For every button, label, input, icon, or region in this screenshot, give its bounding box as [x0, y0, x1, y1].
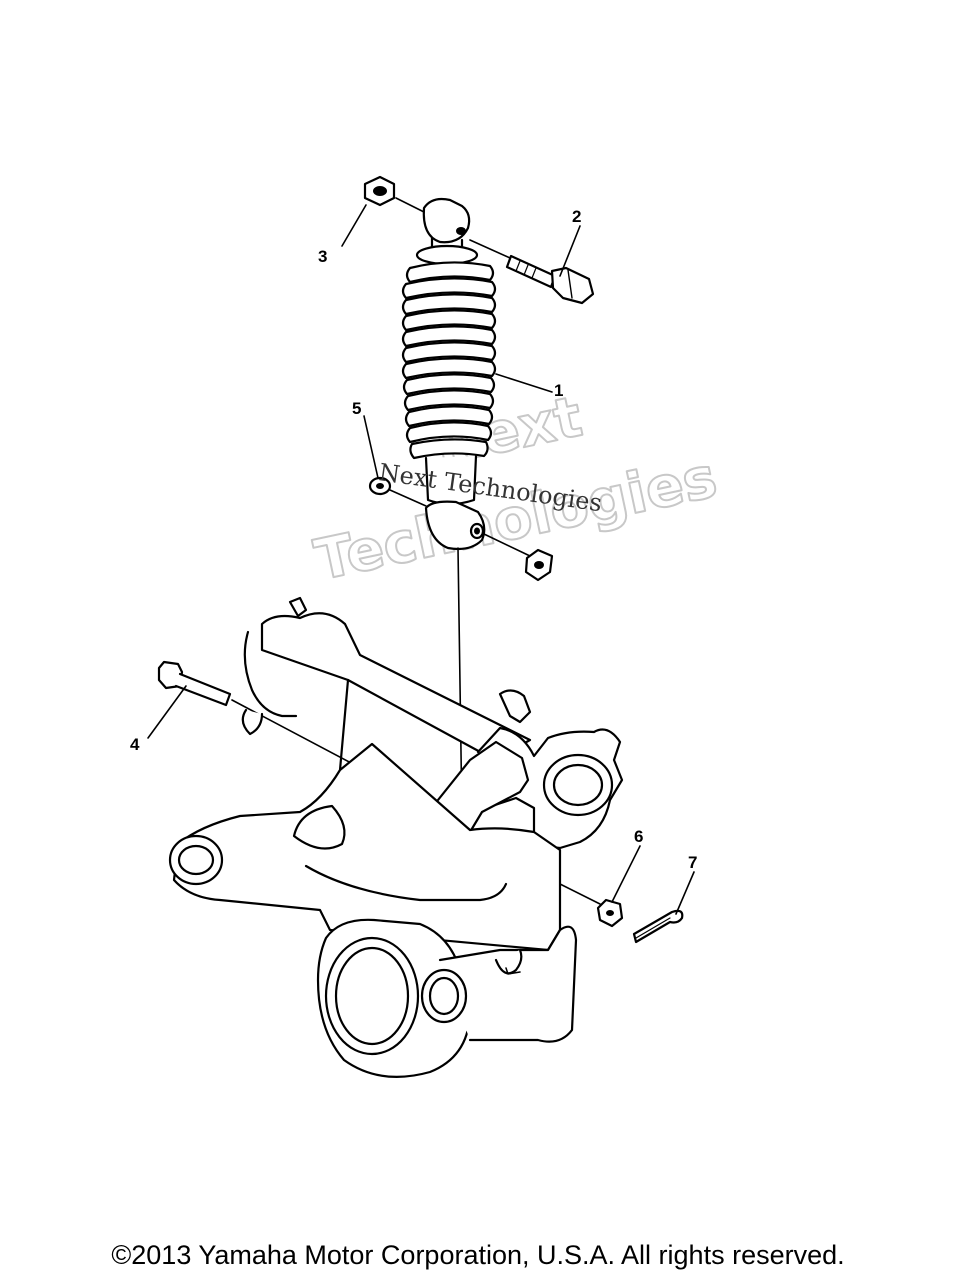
callout-5: 5 [352, 399, 361, 418]
bolt-part-2 [469, 239, 595, 305]
swingarm [168, 596, 624, 1078]
callout-7: 7 [688, 853, 697, 872]
callout-6: 6 [634, 827, 643, 846]
watermark-line-technologies: Technologies [309, 445, 722, 593]
nut-part-3 [363, 175, 396, 207]
cotter-pin-part-7 [632, 909, 684, 944]
washer-part-6 [596, 898, 624, 928]
washer-part-5-left [368, 476, 392, 496]
callout-1: 1 [554, 381, 563, 400]
leader-lines [147, 204, 695, 915]
callouts: 3 2 1 5 4 6 7 [130, 207, 697, 872]
shock-absorber-part-1 [401, 197, 497, 551]
callout-2: 2 [572, 207, 581, 226]
callout-3: 3 [318, 247, 327, 266]
callout-4: 4 [130, 735, 140, 754]
copyright-notice: ©2013 Yamaha Motor Corporation, U.S.A. A… [111, 1240, 845, 1270]
washer-part-5-right [524, 548, 554, 582]
